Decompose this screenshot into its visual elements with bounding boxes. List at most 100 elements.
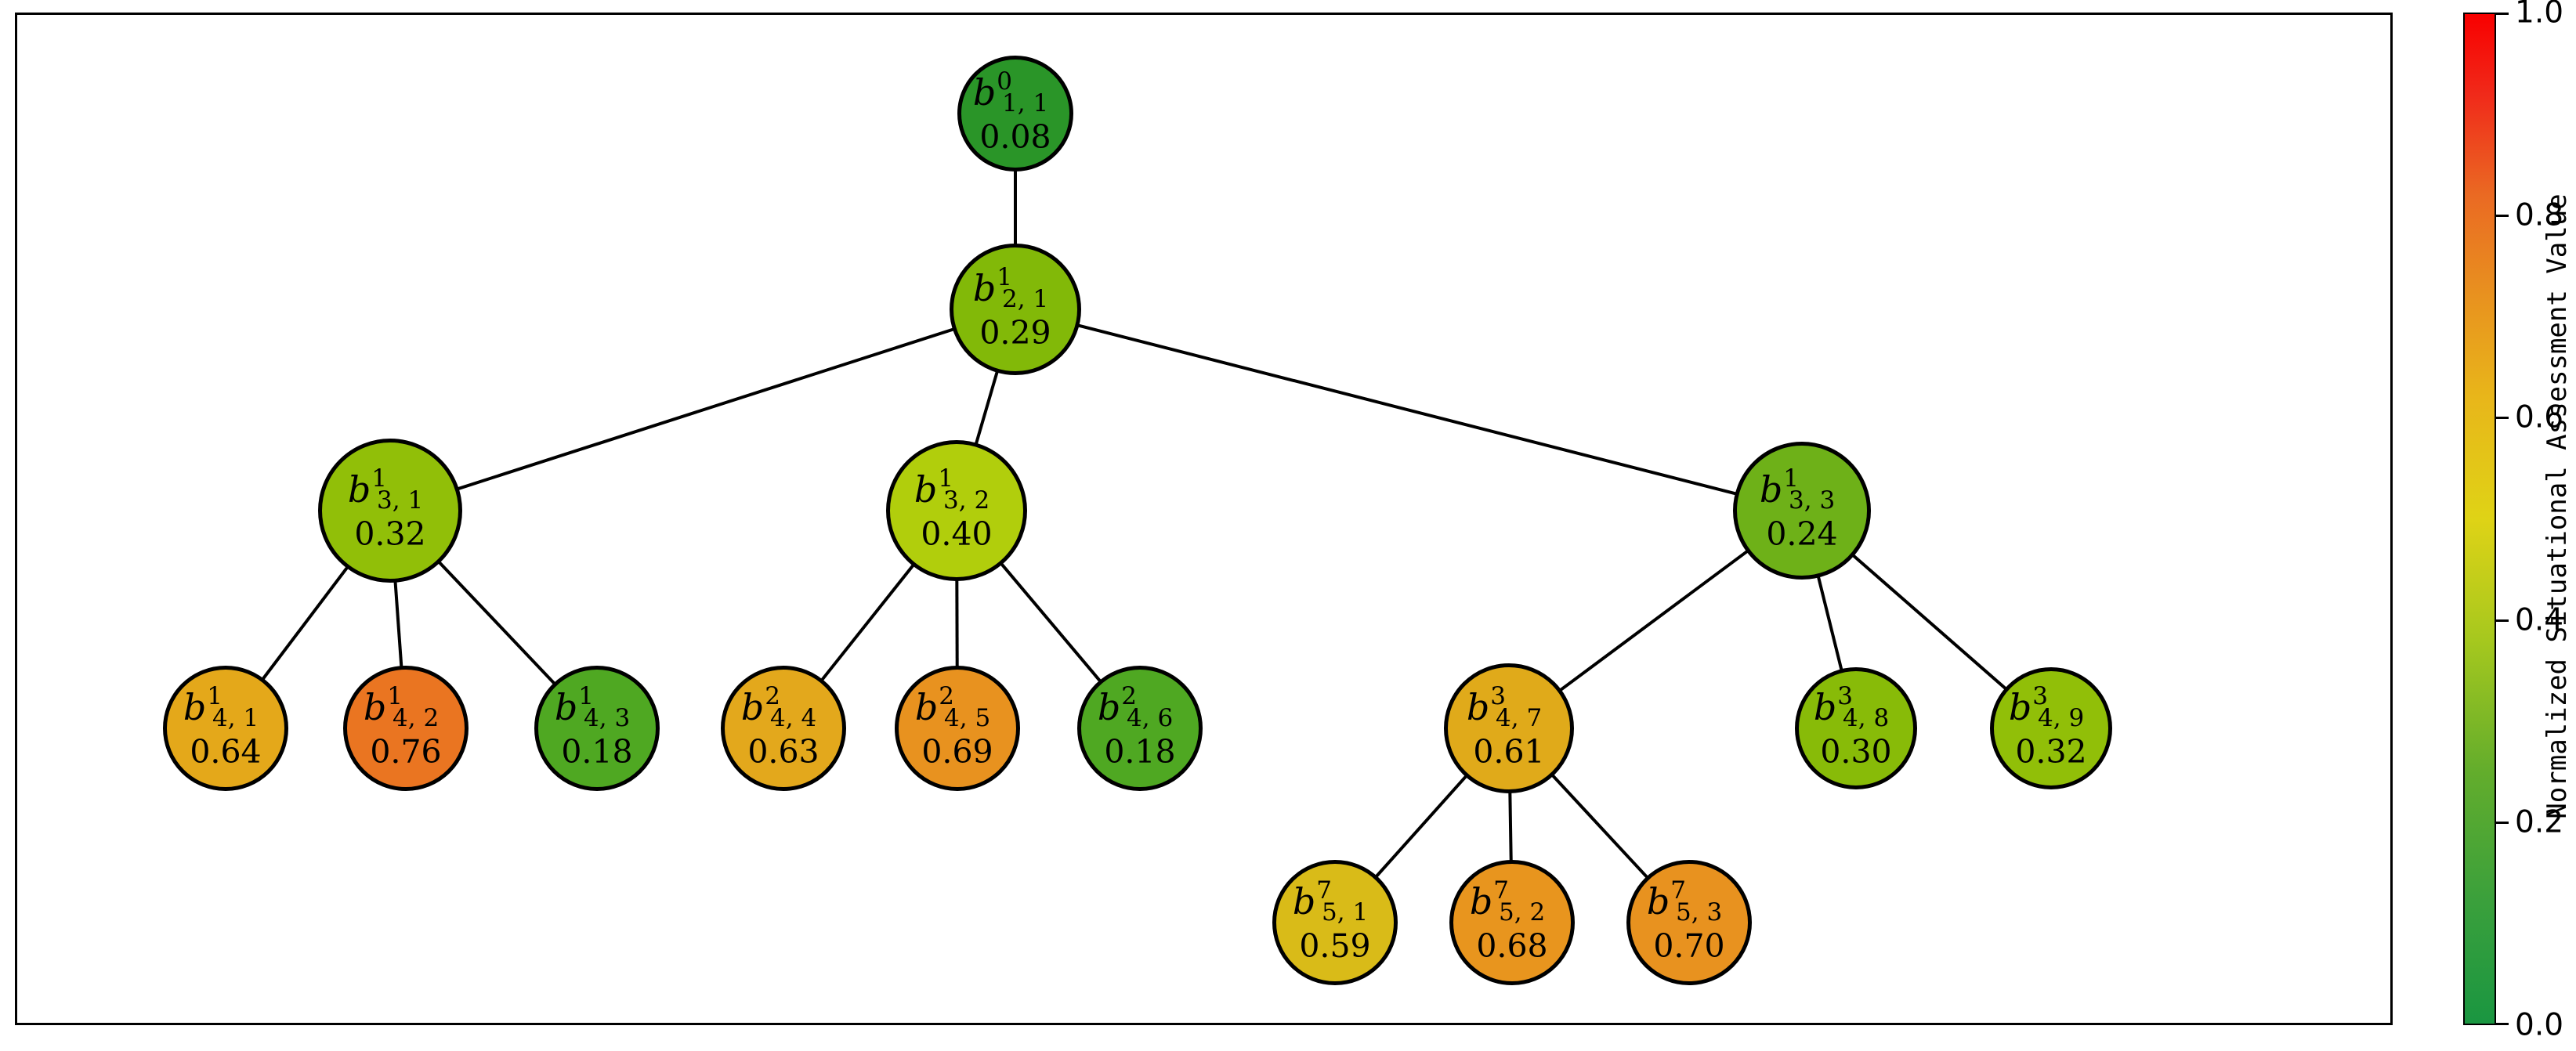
- colorbar-tick-label: 0.4: [2515, 602, 2564, 638]
- colorbar-tick-label: 0.0: [2515, 1007, 2564, 1043]
- node-label-base: b: [914, 468, 938, 511]
- node-label-subscript: 4, 2: [393, 703, 440, 732]
- node-label-base: b: [1469, 879, 1493, 923]
- node-label-subscript: 3, 3: [1789, 486, 1836, 515]
- node-label-superscript: 2: [939, 681, 955, 710]
- node-label-subscript: 4, 7: [1496, 703, 1543, 732]
- node-label-subscript: 1, 1: [1002, 88, 1049, 117]
- node-label-superscript: 3: [1837, 681, 1854, 710]
- node-label-subscript: 4, 5: [944, 703, 991, 732]
- node-label-subscript: 3, 2: [943, 486, 990, 515]
- node-label-superscript: 2: [765, 681, 781, 710]
- node-label-base: b: [554, 685, 578, 728]
- node-label-base: b: [1813, 685, 1837, 728]
- node-label-superscript: 1: [371, 464, 388, 493]
- colorbar-tick: [2496, 214, 2509, 217]
- node-label-superscript: 2: [1121, 681, 1138, 710]
- colorbar-axis-label: Normalized Situational Assessment Value: [2542, 193, 2573, 819]
- node-value: 0.24: [1766, 515, 1838, 553]
- colorbar-tick: [2496, 13, 2509, 15]
- node-label-base: b: [740, 685, 765, 728]
- node-value: 0.59: [1299, 926, 1371, 965]
- node-label-base: b: [183, 685, 207, 728]
- node-label-subscript: 3, 1: [377, 486, 424, 515]
- colorbar-tick: [2496, 619, 2509, 622]
- node-label-superscript: 1: [207, 681, 223, 710]
- node-value: 0.29: [979, 313, 1051, 352]
- node-value: 0.40: [921, 515, 993, 553]
- colorbar-tick: [2496, 1023, 2509, 1025]
- node-label-superscript: 7: [1493, 876, 1510, 905]
- node-value: 0.63: [747, 732, 819, 771]
- node-label-superscript: 7: [1316, 876, 1333, 905]
- node-label-base: b: [1466, 685, 1490, 728]
- colorbar-gradient: [2463, 13, 2496, 1025]
- node-value: 0.64: [190, 732, 262, 771]
- node-label-base: b: [1097, 685, 1121, 728]
- colorbar-tick-label: 0.2: [2515, 804, 2564, 840]
- node-label-superscript: 3: [1490, 681, 1507, 710]
- node-label-subscript: 4, 3: [584, 703, 631, 732]
- node-value: 0.76: [370, 732, 442, 771]
- node-label-subscript: 5, 1: [1322, 898, 1369, 926]
- node-label-superscript: 3: [2032, 681, 2049, 710]
- node-label-subscript: 4, 9: [2038, 703, 2085, 732]
- node-value: 0.18: [1104, 732, 1176, 771]
- node-label-subscript: 4, 1: [212, 703, 259, 732]
- node-value: 0.70: [1653, 926, 1725, 965]
- node-label-base: b: [2008, 685, 2032, 728]
- colorbar-tick: [2496, 822, 2509, 825]
- node-label-base: b: [1292, 879, 1316, 923]
- node-value: 0.69: [921, 732, 993, 771]
- node-label-subscript: 4, 4: [770, 703, 817, 732]
- node-label-superscript: 1: [997, 262, 1013, 291]
- node-label-base: b: [1646, 879, 1670, 923]
- node-label-superscript: 1: [387, 681, 403, 710]
- colorbar-tick-label: 0.6: [2515, 399, 2564, 435]
- node-label-base: b: [347, 468, 371, 511]
- colorbar-tick-label: 0.8: [2515, 197, 2564, 233]
- colorbar-tick-label: 1.0: [2515, 0, 2564, 31]
- node-value: 0.18: [561, 732, 633, 771]
- node-label-superscript: 1: [1783, 464, 1800, 493]
- node-label-superscript: 0: [997, 67, 1013, 96]
- node-label-superscript: 1: [938, 464, 954, 493]
- colorbar-tick: [2496, 417, 2509, 420]
- node-label-superscript: 7: [1670, 876, 1687, 905]
- colorbar[interactable]: 1.0 0.8 0.6 0.4 0.2 0.0: [2463, 0, 2563, 1043]
- node-label-base: b: [1759, 468, 1783, 511]
- node-value: 0.30: [1820, 732, 1892, 771]
- node-value: 0.68: [1476, 926, 1548, 965]
- node-label-base: b: [972, 70, 997, 114]
